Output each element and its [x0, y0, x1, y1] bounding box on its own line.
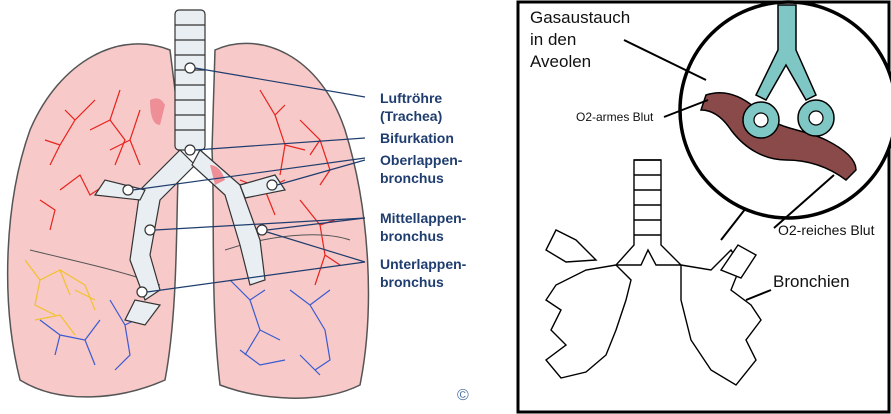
label-bronchi: Bronchien	[773, 272, 850, 292]
label-lower-lobe-line1: Unterlappen-	[380, 256, 466, 272]
label-trachea-line2: (Trachea)	[380, 108, 442, 124]
lung-anatomy-diagram: Luftröhre (Trachea) Bifurkation Oberlapp…	[0, 0, 500, 414]
label-upper-lobe-line2: bronchus	[380, 170, 444, 186]
alveoli-diagram: Gasaustauch in den Aveolen O2-armes Blut…	[516, 0, 891, 414]
label-bifurcation: Bifurkation	[380, 130, 454, 146]
label-middle-lobe-line2: bronchus	[380, 228, 444, 244]
label-gas-exchange-line1: Gasaustauch	[530, 8, 630, 28]
lung-illustration	[0, 0, 500, 414]
copyright-mark: ©	[457, 388, 469, 404]
label-lower-lobe-line2: bronchus	[380, 274, 444, 290]
label-o2-rich-blood: O2-reiches Blut	[778, 222, 874, 238]
label-gas-exchange-line2: in den	[530, 30, 576, 50]
label-trachea-line1: Luftröhre	[380, 90, 442, 106]
trachea	[175, 10, 205, 150]
label-middle-lobe-line1: Mittellappen-	[380, 210, 466, 226]
label-o2-poor-blood: O2-armes Blut	[576, 110, 653, 124]
label-upper-lobe-line1: Oberlappen-	[380, 152, 462, 168]
label-gas-exchange-line3: Aveolen	[530, 52, 591, 72]
